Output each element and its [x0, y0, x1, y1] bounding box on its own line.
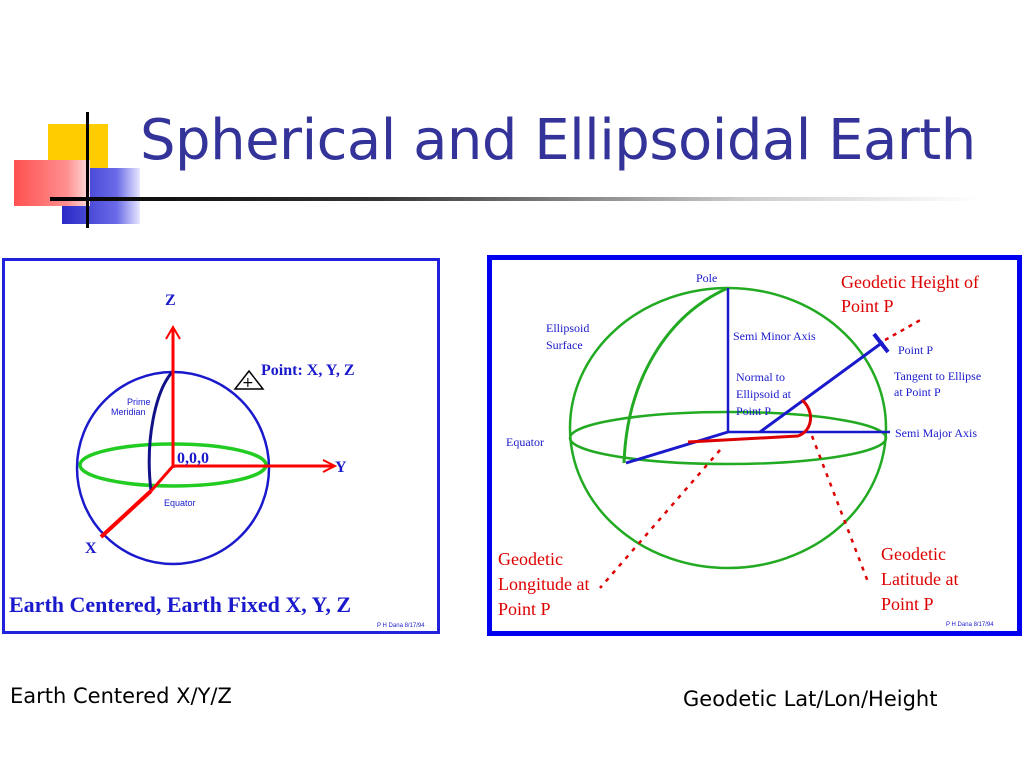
- ellipsoid-label-1: Ellipsoid: [546, 321, 589, 335]
- decor-vertical-line: [86, 112, 89, 228]
- height-label-1: Geodetic Height of: [841, 272, 979, 292]
- ellipsoid-label-2: Surface: [546, 338, 583, 352]
- prime-meridian-label-2: Meridian: [111, 407, 146, 417]
- prime-meridian-curve: [147, 369, 175, 492]
- longitude-label-1: Geodetic: [498, 549, 563, 569]
- tangent-label-1: Tangent to Ellipse: [894, 369, 981, 383]
- z-axis-label: Z: [165, 292, 176, 309]
- tangent-marker: [872, 332, 890, 354]
- normal-label-3: Point P: [736, 404, 771, 418]
- geodetic-diagram-panel: Pole Ellipsoid Surface Semi Minor Axis N…: [487, 255, 1022, 636]
- latitude-label-2: Latitude at: [881, 569, 958, 589]
- ecef-diagram-panel: + Z Y X Point: X, Y, Z Prime Meridian 0,…: [2, 258, 440, 634]
- slide-title: Spherical and Ellipsoidal Earth: [140, 108, 976, 173]
- semi-minor-label: Semi Minor Axis: [733, 329, 816, 343]
- point-label: Point: X, Y, Z: [261, 362, 355, 379]
- height-dotted-line: [884, 316, 925, 342]
- left-credit: P H Dana 8/17/94: [377, 623, 425, 629]
- height-label-2: Point P: [841, 296, 894, 316]
- prime-meridian-label-1: Prime: [127, 397, 151, 407]
- geodetic-diagram: Pole Ellipsoid Surface Semi Minor Axis N…: [498, 271, 994, 628]
- ecef-footer: Earth Centered, Earth Fixed X, Y, Z: [9, 592, 351, 617]
- x-axis-label: X: [85, 540, 97, 557]
- latitude-label-1: Geodetic: [881, 544, 946, 564]
- point-triangle: [233, 369, 265, 390]
- equator-label: Equator: [164, 498, 196, 508]
- point-p-label: Point P: [898, 343, 933, 357]
- normal-label-2: Ellipsoid at: [736, 387, 792, 401]
- equator-label: Equator: [506, 435, 544, 449]
- normal-line: [759, 340, 884, 434]
- normal-label-1: Normal to: [736, 370, 785, 384]
- longitude-label-2: Longitude at: [498, 574, 589, 594]
- y-axis-arrow: [322, 459, 338, 473]
- title-underline: [50, 197, 980, 201]
- caption-geodetic: Geodetic Lat/Lon/Height: [683, 687, 938, 711]
- point-marker: +: [242, 375, 254, 391]
- z-axis-arrow: [165, 325, 181, 340]
- tangent-label-2: at Point P: [894, 385, 941, 399]
- pole-label: Pole: [696, 271, 717, 285]
- latitude-label-3: Point P: [881, 594, 934, 614]
- y-axis-label: Y: [335, 459, 347, 476]
- latitude-dotted-line: [810, 435, 870, 583]
- semi-major-label: Semi Major Axis: [895, 426, 977, 440]
- x-axis-inner: [149, 465, 175, 492]
- ecef-diagram: + Z Y X Point: X, Y, Z Prime Meridian 0,…: [9, 292, 425, 629]
- x-axis: [99, 489, 153, 539]
- right-credit: P H Dana 8/17/94: [946, 622, 994, 628]
- longitude-label-3: Point P: [498, 599, 551, 619]
- meridian-arc: [622, 286, 729, 464]
- equator-radius: [625, 430, 729, 465]
- caption-ecef: Earth Centered X/Y/Z: [10, 684, 232, 708]
- latitude-arc: [687, 398, 812, 444]
- longitude-dotted-line: [599, 449, 721, 589]
- origin-label: 0,0,0: [177, 450, 209, 467]
